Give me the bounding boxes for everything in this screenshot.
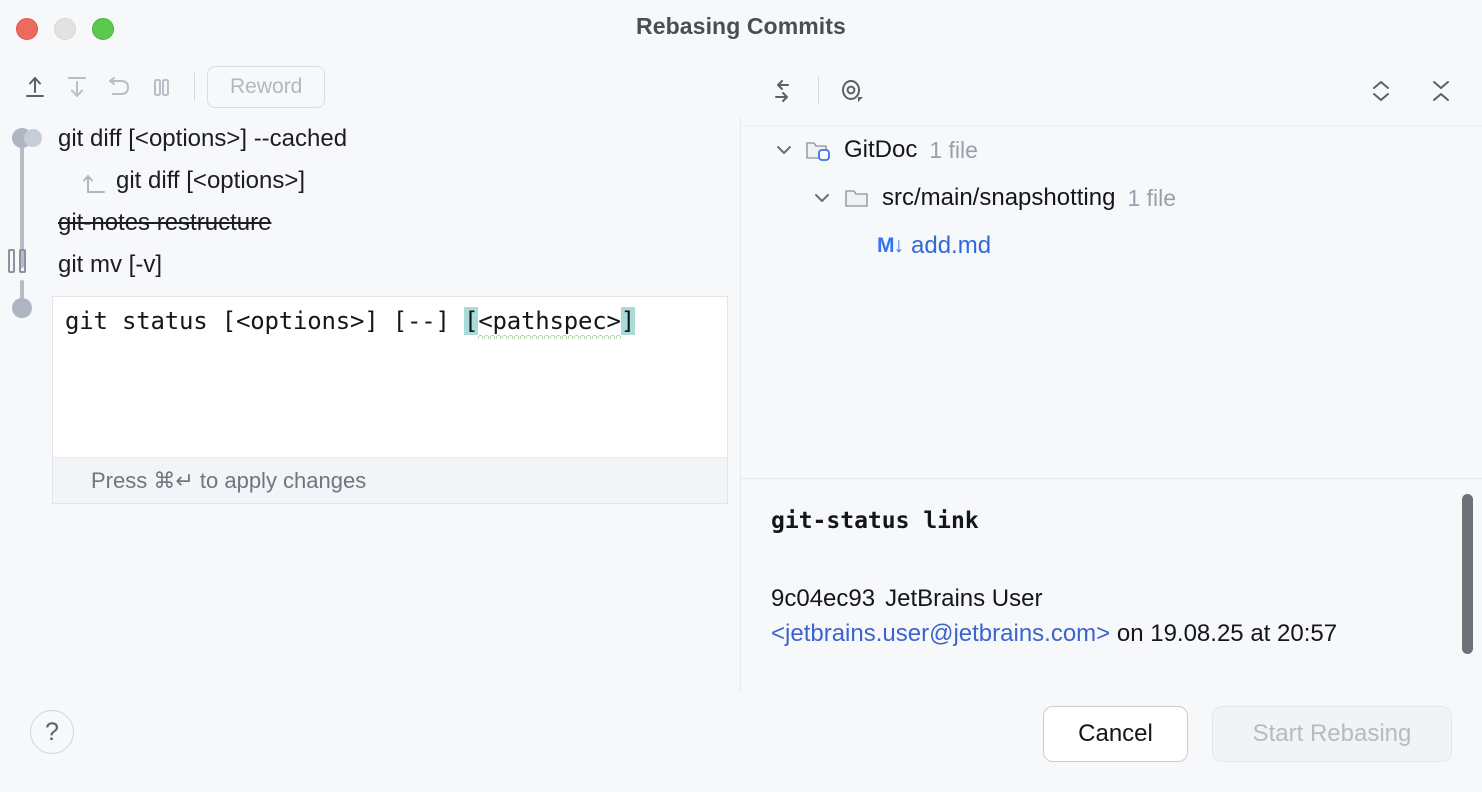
preview-eye-icon[interactable]	[831, 70, 873, 112]
chevron-down-icon[interactable]	[771, 137, 797, 163]
changed-files-tree: GitDoc 1 file src/main/snapshotting 1 fi…	[741, 126, 1482, 479]
matched-bracket-close: ]	[620, 307, 635, 335]
tree-expand-controls	[1360, 56, 1462, 126]
tree-row-repository[interactable]: GitDoc 1 file	[741, 126, 1482, 174]
editor-text-line[interactable]: git status [<options>] [--] [<pathspec>]	[65, 307, 635, 335]
move-commit-down-icon[interactable]	[56, 66, 98, 108]
details-scrollbar[interactable]	[1462, 494, 1473, 654]
commit-message: git diff [<options>]	[116, 167, 306, 194]
graph-edge	[20, 128, 24, 268]
graph-node-fixup	[24, 129, 42, 147]
commit-metadata: 9c04ec93 JetBrains User <jetbrains.user@j…	[771, 582, 1442, 652]
minimize-window-button[interactable]	[54, 18, 76, 40]
spellcheck-word: <pathspec>	[478, 307, 621, 335]
commit-row[interactable]: git-notes restructure	[46, 202, 740, 244]
cancel-button[interactable]: Cancel	[1043, 706, 1188, 762]
editor-apply-hint: Press ⌘↵ to apply changes	[53, 457, 727, 503]
markdown-file-icon: M↓	[877, 234, 904, 257]
collapse-to-one-icon[interactable]	[764, 70, 806, 112]
chevron-down-icon[interactable]	[809, 185, 835, 211]
reword-button[interactable]: Reword	[207, 66, 326, 108]
commit-author: JetBrains User	[885, 585, 1043, 612]
folder-icon	[843, 185, 873, 211]
commit-author-email[interactable]: <jetbrains.user@jetbrains.com>	[771, 619, 1111, 647]
commit-message: git diff [<options>] --cached	[58, 125, 348, 152]
commit-subject: git-status link	[771, 508, 979, 534]
commit-row[interactable]: git diff [<options>] --cached	[46, 118, 740, 160]
expand-all-icon[interactable]	[1360, 70, 1402, 112]
commit-details-pane: git-status link 9c04ec93 JetBrains User <…	[741, 480, 1482, 692]
commit-date: on 19.08.25 at 20:57	[1116, 619, 1338, 647]
toolbar-divider	[194, 73, 195, 101]
tree-row-directory[interactable]: src/main/snapshotting 1 file	[741, 174, 1482, 222]
zoom-window-button[interactable]	[92, 18, 114, 40]
fixup-arrow-icon	[80, 168, 110, 194]
graph-edge	[20, 280, 24, 306]
move-commit-up-icon[interactable]	[14, 66, 56, 108]
window-controls	[16, 18, 114, 40]
matched-bracket-open: [	[463, 307, 479, 335]
commit-row[interactable]: git diff [<options>]	[46, 160, 740, 202]
close-window-button[interactable]	[16, 18, 38, 40]
start-rebasing-button[interactable]: Start Rebasing	[1212, 706, 1452, 762]
editor-text-prefix: git status [<options>] [--]	[65, 307, 464, 335]
commit-rows: git diff [<options>] --cached git diff […	[46, 118, 740, 286]
pause-stop-icon[interactable]	[140, 66, 182, 108]
commit-message: git mv [-v]	[58, 251, 163, 278]
tree-label: src/main/snapshotting	[882, 184, 1116, 211]
commit-list-pane: git diff [<options>] --cached git diff […	[0, 118, 740, 692]
changes-toolbar	[740, 56, 1482, 126]
tree-label[interactable]: add.md	[911, 232, 992, 259]
window-title: Rebasing Commits	[636, 13, 846, 39]
pane-splitter[interactable]	[740, 118, 741, 692]
commit-list-toolbar: Reword	[0, 56, 740, 118]
commit-row[interactable]: git mv [-v]	[46, 244, 740, 286]
tree-file-count: 1 file	[1127, 184, 1177, 211]
graph-node-tail	[12, 298, 32, 318]
collapse-all-icon[interactable]	[1420, 70, 1462, 112]
commit-hash[interactable]: 9c04ec93	[771, 585, 876, 612]
undo-icon[interactable]	[98, 66, 140, 108]
help-button[interactable]: ?	[30, 710, 74, 754]
dialog-buttons: Cancel Start Rebasing	[1043, 706, 1452, 762]
tree-label: GitDoc	[844, 136, 918, 163]
right-toolbar-divider	[818, 76, 819, 105]
tree-file-count: 1 file	[929, 136, 978, 163]
repository-folder-icon	[805, 137, 835, 163]
commit-message-editor[interactable]: git status [<options>] [--] [<pathspec>]…	[52, 296, 728, 504]
dialog-footer: ? Cancel Start Rebasing	[0, 692, 1482, 792]
title-bar: Rebasing Commits	[0, 0, 1482, 56]
graph-stop-to-edit-icon	[8, 249, 26, 273]
tree-row-file[interactable]: M↓ add.md	[741, 222, 1482, 270]
commit-graph-column	[0, 118, 46, 692]
commit-message: git-notes restructure	[58, 209, 272, 236]
